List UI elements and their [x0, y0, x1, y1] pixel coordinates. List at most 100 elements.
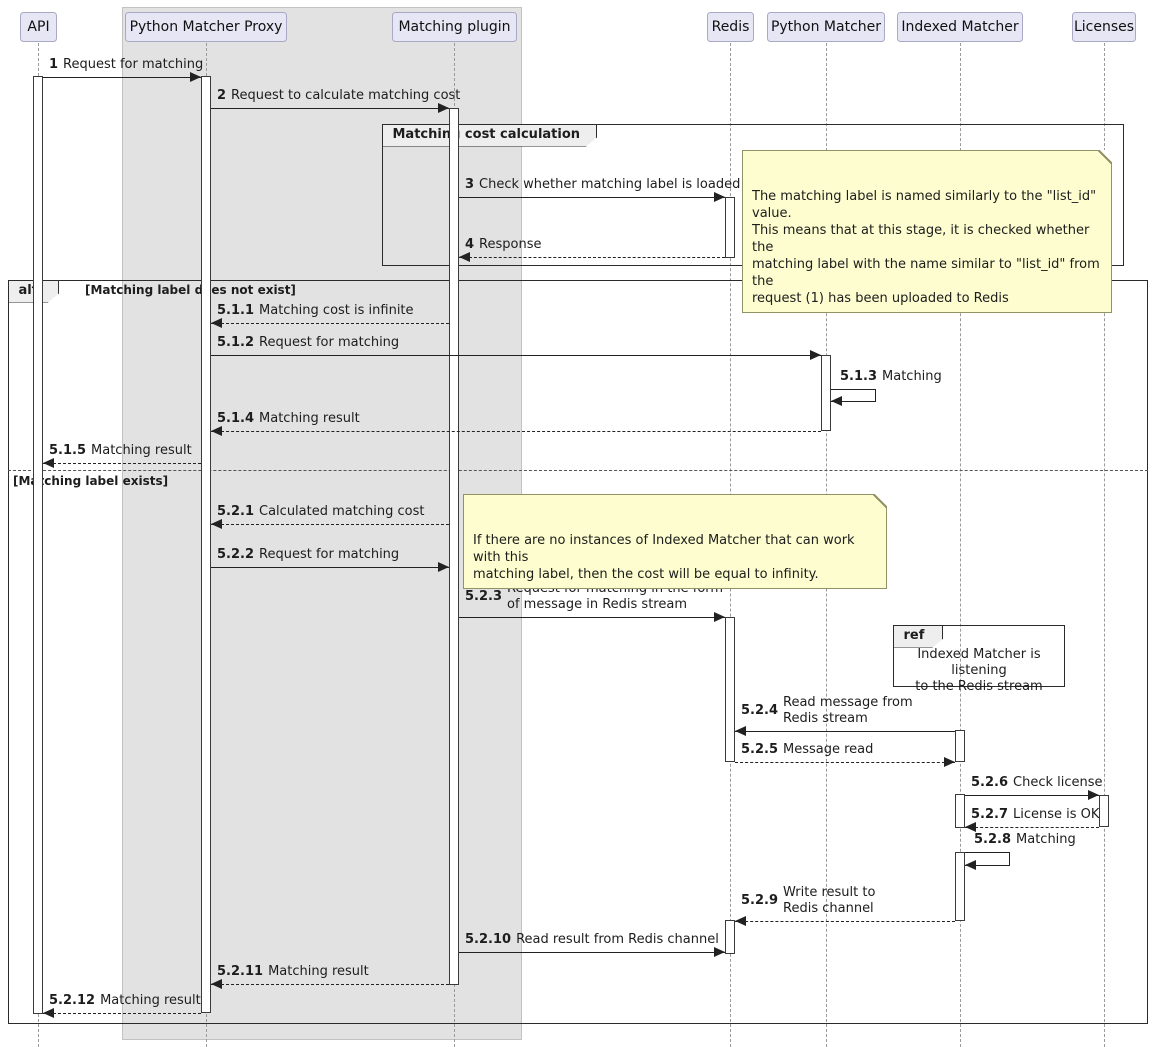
arrowhead-right — [190, 72, 201, 82]
arrowhead-left — [43, 1008, 54, 1018]
arrowhead-left — [43, 458, 54, 468]
participant-label: Licenses — [1073, 19, 1135, 35]
message-number: 5.2.5 — [741, 742, 779, 757]
message-line — [211, 567, 449, 568]
arrowhead-left — [965, 822, 976, 832]
arrowhead-left — [735, 726, 746, 736]
message-number: 5.1.3 — [840, 369, 878, 384]
note-infinite-cost: If there are no instances of Indexed Mat… — [463, 494, 887, 589]
message-number: 5.2.12 — [49, 993, 96, 1008]
arrowhead-right — [810, 350, 821, 360]
group-frame-matching-cost-calculation: Matching cost calculation — [382, 124, 1124, 266]
arrowhead-left — [211, 979, 222, 989]
message-number: 5.1.2 — [217, 335, 255, 350]
note-text: If there are no instances of Indexed Mat… — [473, 533, 855, 582]
arrowhead-left — [831, 396, 842, 406]
message-number: 5.1.4 — [217, 411, 255, 426]
ref-frame: ref Indexed Matcher is listening to the … — [893, 625, 1065, 694]
arrowhead-left — [211, 318, 222, 328]
message-text: License is OK — [1013, 807, 1100, 822]
activation-bar-redis-3 — [725, 197, 735, 258]
message-label-5.1.2: 5.1.2 Request for matching — [217, 335, 399, 351]
message-line — [735, 762, 955, 763]
message-text: Matching cost is infinite — [259, 303, 414, 318]
participant-pymatcher: Python Matcher — [767, 12, 885, 42]
note-fold-corner — [873, 494, 887, 508]
message-text: Matching result — [259, 411, 360, 426]
ref-frame-tab: ref — [893, 625, 944, 648]
message-number: 5.2.6 — [971, 775, 1009, 790]
message-number: 5.1.1 — [217, 303, 255, 318]
message-line — [211, 108, 449, 109]
message-number: 5.1.5 — [49, 443, 87, 458]
message-label-5.1.3: 5.1.3 Matching — [840, 369, 942, 385]
message-line — [43, 463, 201, 464]
participant-label: Python Matcher — [770, 19, 882, 35]
message-number: 5.2.9 — [741, 893, 779, 908]
note-text: The matching label is named similarly to… — [752, 189, 1100, 306]
message-number: 1 — [49, 57, 59, 72]
participant-label: Matching plugin — [398, 19, 511, 35]
arrowhead-right — [714, 947, 725, 957]
message-number: 4 — [465, 237, 475, 252]
ref-frame-text: Indexed Matcher is listening to the Redi… — [915, 647, 1043, 694]
arrowhead-right — [714, 192, 725, 202]
arrowhead-right — [1088, 790, 1099, 800]
message-line — [211, 431, 821, 432]
participant-redis: Redis — [707, 12, 754, 42]
message-text: Request for matching — [63, 57, 204, 72]
message-line — [965, 795, 1099, 796]
message-number: 5.2.2 — [217, 547, 255, 562]
message-text: Response — [479, 237, 542, 252]
participant-label: Indexed Matcher — [901, 19, 1019, 35]
activation-bar-redis-5 — [725, 920, 735, 954]
message-line — [211, 355, 821, 356]
alt-else-condition-label: [Matching label exists] — [13, 474, 169, 488]
message-text: Message read — [783, 742, 874, 757]
message-text: Matching — [1016, 832, 1076, 847]
message-number: 2 — [217, 88, 227, 103]
lifeline-idxmatcher — [960, 43, 961, 1047]
participant-plugin: Matching plugin — [392, 12, 517, 42]
arrowhead-left — [211, 519, 222, 529]
message-text: Write result to Redis channel — [783, 885, 876, 916]
arrowhead-left — [735, 916, 746, 926]
message-number: 5.2.3 — [465, 589, 503, 604]
alt-condition-label: [Matching label does not exist] — [85, 283, 296, 297]
message-number: 5.2.1 — [217, 504, 255, 519]
arrowhead-left — [211, 426, 222, 436]
arrowhead-right — [438, 562, 449, 572]
arrowhead-left — [459, 252, 470, 262]
message-line — [735, 731, 955, 732]
arrowhead-right — [944, 757, 955, 767]
message-number: 5.2.11 — [217, 964, 264, 979]
message-text: Request for matching — [259, 335, 400, 350]
message-text: Matching — [882, 369, 942, 384]
message-text: Calculated matching cost — [259, 504, 425, 519]
activation-bar-api-0 — [33, 76, 43, 1014]
alt-else-divider — [8, 470, 1148, 471]
message-line — [735, 921, 955, 922]
message-number: 5.2.10 — [465, 932, 512, 947]
message-line — [459, 952, 725, 953]
message-label-5.1.4: 5.1.4 Matching result — [217, 411, 360, 427]
self-message-loop — [965, 852, 1010, 866]
message-label-5.1.1: 5.1.1 Matching cost is infinite — [217, 303, 414, 319]
participant-licenses: Licenses — [1072, 12, 1136, 42]
message-label-5.2.10: 5.2.10 Read result from Redis channel — [465, 932, 719, 948]
message-line — [459, 257, 725, 258]
participant-label: API — [27, 19, 50, 35]
message-label-5.2.5: 5.2.5 Message read — [741, 742, 873, 758]
message-text: Read result from Redis channel — [516, 932, 719, 947]
